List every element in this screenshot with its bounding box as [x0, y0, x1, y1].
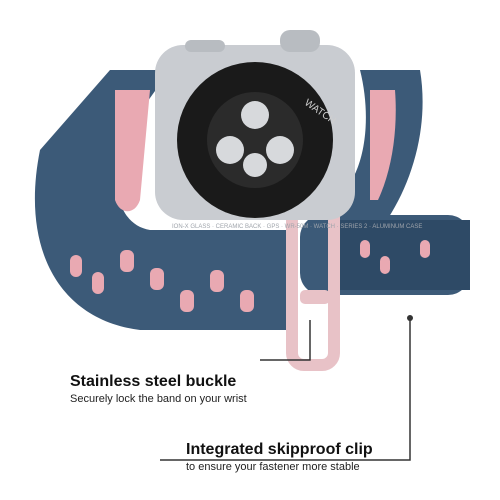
- watch-side-button: [185, 40, 225, 52]
- watch-sensors: [216, 101, 294, 177]
- band-strap: [34, 70, 290, 330]
- callout-subtitle-clip: to ensure your fastener more stable: [186, 461, 360, 473]
- watch-crown: [280, 30, 320, 52]
- callout-dot: [407, 315, 413, 321]
- band-holes: [70, 240, 430, 312]
- watch-back-sensor-ring: [207, 92, 303, 188]
- callout-title-buckle: Stainless steel buckle: [70, 373, 237, 390]
- callout-line-clip: [160, 320, 411, 461]
- callout-title-clip: Integrated skipproof clip: [186, 441, 373, 458]
- band-tail: [330, 220, 470, 290]
- band-inner-pink-left: [115, 90, 150, 212]
- watch-back-ring-text: ION-X GLASS · CERAMIC BACK · GPS · WR-50…: [172, 224, 422, 230]
- callout-line-buckle: [260, 320, 311, 361]
- callout-subtitle-buckle: Securely lock the band on your wrist: [70, 393, 247, 405]
- buckle-tongue: [300, 290, 330, 304]
- band-inner-pink-right: [370, 90, 396, 200]
